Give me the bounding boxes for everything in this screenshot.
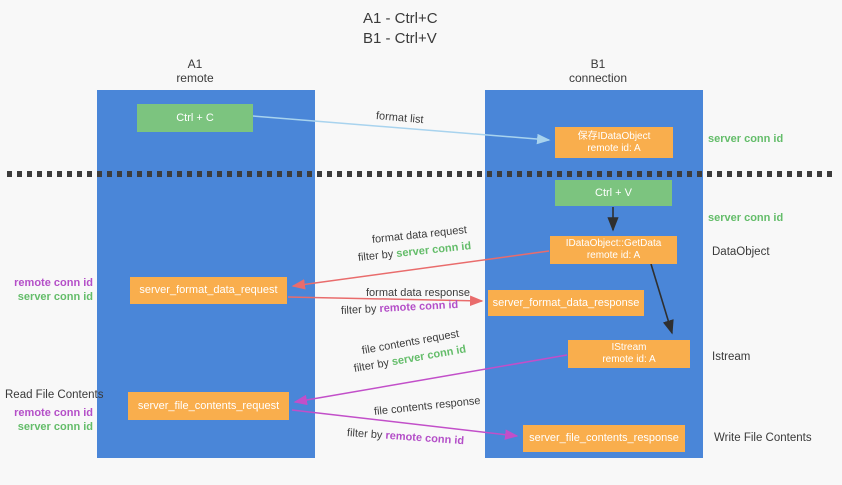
getdata-line2: remote id: A [586, 250, 641, 261]
server-conn-id-label-right-mid: server conn id [708, 212, 784, 224]
diagram-title: A1 - Ctrl+C B1 - Ctrl+V [363, 9, 438, 49]
read-file-contents-label: Read File Contents [5, 389, 104, 401]
server-format-data-request-node: server_format_data_request [130, 277, 287, 304]
lane-a1-role: remote [176, 71, 214, 85]
filter-by-remote-conn-id-label-2: filter by remote conn id [347, 427, 465, 447]
lane-header-a1: A1 remote [135, 57, 255, 85]
remote-conn-id-label-left-bottom: remote conn id [14, 407, 93, 419]
server-format-data-response-node: server_format_data_response [488, 290, 644, 316]
server-conn-id-text: server conn id [395, 240, 472, 260]
lane-a1-name: A1 [187, 57, 203, 71]
ctrl-c-label: Ctrl + C [176, 111, 214, 124]
getdata-line1: IDataObject::GetData [565, 238, 662, 249]
server-conn-id-label-left-bottom: server conn id [17, 421, 93, 433]
dotted-divider-line [7, 171, 835, 177]
filter-by-remote-conn-id-label-1: filter by remote conn id [341, 299, 459, 317]
save-idataobject-line2: remote id: A [587, 142, 641, 154]
file-contents-response-label: file contents response [373, 394, 482, 418]
server-conn-id-label-right-top: server conn id [708, 133, 784, 145]
remote-conn-id-text: remote conn id [385, 429, 465, 448]
save-idataobject-node: 保存IDataObject remote id: A [555, 127, 673, 158]
server-file-contents-response-node: server_file_contents_response [523, 425, 685, 452]
server-file-contents-response-label: server_file_contents_response [529, 432, 679, 444]
server-file-contents-request-node: server_file_contents_request [128, 392, 289, 420]
idataobject-getdata-node: IDataObject::GetData remote id: A [550, 236, 677, 264]
save-idataobject-line1: 保存IDataObject [577, 130, 651, 142]
remote-conn-id-text: remote conn id [379, 298, 459, 315]
server-format-data-response-label: server_format_data_response [492, 296, 640, 309]
istream-label: Istream [712, 351, 751, 363]
lane-b1-name: B1 [590, 57, 606, 71]
istream-node: IStream remote id: A [568, 340, 690, 368]
filter-by-text: filter by [352, 356, 393, 375]
write-file-contents-label: Write File Contents [714, 432, 812, 444]
server-conn-id-label-left-mid: server conn id [17, 291, 93, 303]
filter-by-text: filter by [346, 427, 386, 442]
title-line-1: A1 - Ctrl+C [363, 10, 438, 27]
dataobject-label: DataObject [712, 246, 770, 258]
istream-line1: IStream [611, 342, 647, 353]
ctrl-v-node: Ctrl + V [555, 180, 672, 206]
filter-by-text: filter by [340, 302, 380, 317]
lane-b1-role: connection [568, 71, 628, 85]
remote-conn-id-label-left-mid: remote conn id [14, 277, 93, 289]
server-format-data-request-label: server_format_data_request [139, 284, 278, 296]
server-file-contents-request-label: server_file_contents_request [137, 399, 280, 412]
istream-line2: remote id: A [602, 354, 656, 365]
format-data-response-label: format data response [366, 287, 470, 299]
format-list-label: format list [375, 110, 425, 127]
title-line-2: B1 - Ctrl+V [363, 30, 437, 47]
ctrl-v-label: Ctrl + V [595, 186, 632, 199]
filter-by-text: filter by [357, 248, 397, 264]
ctrl-c-node: Ctrl + C [137, 104, 253, 132]
lane-header-b1: B1 connection [538, 57, 658, 85]
